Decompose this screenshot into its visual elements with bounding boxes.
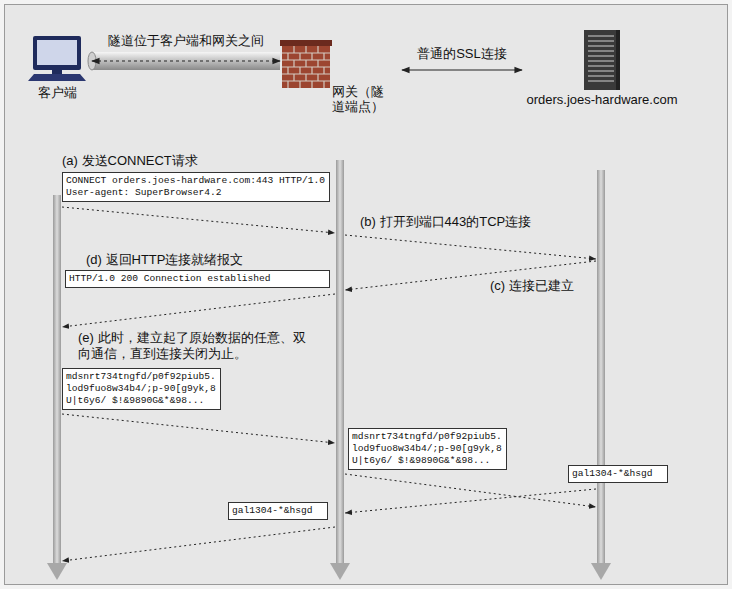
step-label: (d) 返回HTTP连接就绪报文 (86, 252, 243, 268)
tube-body (92, 52, 280, 70)
node-text: CONNECT orders.joes-hardware.com:443 HTT… (66, 175, 326, 199)
server-icon (584, 30, 620, 90)
node-text: orders.joes-hardware.com (522, 92, 682, 107)
tunnel-tube (88, 52, 280, 70)
message-box: CONNECT orders.joes-hardware.com:443 HTT… (62, 172, 330, 202)
node-text: mdsnrt734tngfd/p0f92piub5. lod9fuo8w34b4… (66, 371, 217, 407)
participant: orders.joes-hardware.com (522, 30, 682, 107)
server-side (616, 30, 620, 90)
wall-mortar (282, 46, 330, 88)
step-label: (c) 连接已建立 (490, 278, 574, 294)
screen (37, 40, 77, 65)
lifeline (336, 160, 344, 563)
node-text: gal1304-*&hsgd (232, 505, 324, 517)
monitor-stand (52, 70, 62, 74)
lifeline-head (330, 563, 350, 580)
node-text: gal1304-*&hsgd (572, 468, 664, 480)
message-arrows (62, 207, 596, 561)
connector (92, 60, 280, 61)
data-box: gal1304-*&hsgd (568, 465, 668, 483)
data-box: gal1304-*&hsgd (228, 502, 328, 520)
message-arrow (62, 207, 335, 233)
node-text: 网关（隧道端点） (332, 84, 396, 114)
message-arrow (345, 235, 596, 259)
lifeline-head (47, 563, 67, 580)
keyboard (28, 74, 86, 81)
message-arrow (62, 294, 335, 327)
message-arrow (62, 527, 335, 561)
data-box: mdsnrt734tngfd/p0f92piub5. lod9fuo8w34b4… (348, 428, 507, 470)
participant: 客户端 (22, 36, 92, 100)
connectors (92, 61, 522, 70)
message-arrow (62, 414, 335, 443)
node-text: 客户端 (22, 85, 92, 100)
computer-icon (28, 36, 86, 81)
lifeline (597, 170, 605, 563)
participant: 网关（隧道端点） (280, 36, 402, 114)
node-text: HTTP/1.0 200 Connection established (69, 273, 326, 285)
wall-body (282, 46, 330, 88)
edge-label: 隧道位于客户端和网关之间 (108, 33, 264, 49)
server-slots (588, 36, 614, 81)
step-label: (e) 此时，建立起了原始数据的任意、双向通信，直到连接关闭为止。 (78, 330, 314, 362)
server-tower (584, 30, 620, 90)
connector (402, 69, 522, 70)
node-text: mdsnrt734tngfd/p0f92piub5. lod9fuo8w34b4… (352, 431, 503, 467)
wall-cap (280, 40, 332, 46)
message-arrow (345, 489, 596, 513)
edge-label: 普通的SSL连接 (417, 46, 507, 62)
data-box: mdsnrt734tngfd/p0f92piub5. lod9fuo8w34b4… (62, 368, 221, 410)
lifelines (47, 160, 611, 580)
message-arrow (345, 474, 596, 507)
lifeline (53, 195, 61, 563)
lifeline-head (591, 563, 611, 580)
step-label: (a) 发送CONNECT请求 (62, 153, 198, 169)
monitor (33, 36, 81, 70)
frame (5, 5, 728, 585)
step-label: (b) 打开到端口443的TCP连接 (360, 214, 531, 230)
message-box: HTTP/1.0 200 Connection established (65, 270, 330, 288)
brick-wall-icon (280, 40, 332, 88)
